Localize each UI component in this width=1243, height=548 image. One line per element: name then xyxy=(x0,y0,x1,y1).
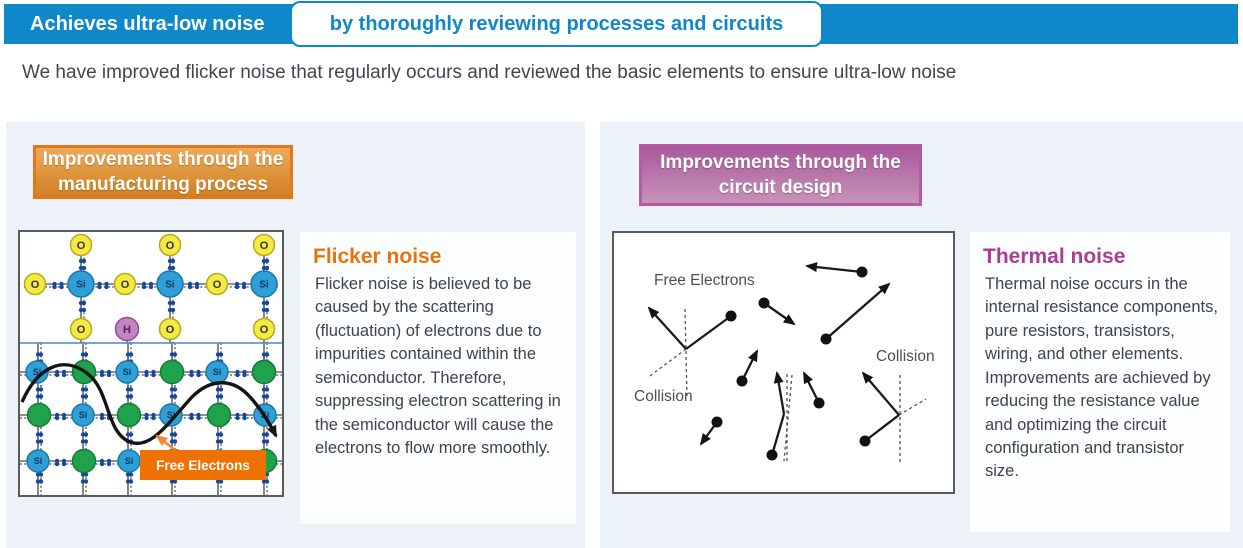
silicon-lattice-svg: SiSiSiSiSiSiSiSiSiOOOOOOOOOSiSiSiHFree E… xyxy=(20,233,282,495)
svg-text:Si: Si xyxy=(123,367,132,377)
svg-text:Si: Si xyxy=(33,367,42,377)
page-title: Achieves ultra-low noise xyxy=(30,13,265,35)
svg-text:O: O xyxy=(166,240,175,252)
manufacturing-panel-title: Improvements through the manufacturing p… xyxy=(33,145,293,199)
flicker-noise-card: Flicker noise Flicker noise is believed … xyxy=(300,232,576,524)
svg-text:Free Electrons: Free Electrons xyxy=(654,272,755,289)
intro-text: We have improved flicker noise that regu… xyxy=(22,62,957,83)
svg-text:O: O xyxy=(213,279,222,291)
svg-text:O: O xyxy=(260,240,269,252)
header-subtitle-text: by thoroughly reviewing processes and ci… xyxy=(329,12,784,35)
svg-text:Si: Si xyxy=(213,367,222,377)
svg-text:Si: Si xyxy=(259,280,269,291)
svg-text:Free Electrons: Free Electrons xyxy=(156,458,250,473)
svg-text:O: O xyxy=(31,279,40,291)
flicker-noise-title: Flicker noise xyxy=(313,245,442,268)
svg-text:Si: Si xyxy=(167,410,176,420)
manufacturing-panel: Improvements through the manufacturing p… xyxy=(6,122,585,548)
free-electrons-label-box xyxy=(140,450,266,480)
header-subtitle-pill: by thoroughly reviewing processes and ci… xyxy=(290,1,823,47)
flicker-noise-body: Flicker noise is believed to be caused b… xyxy=(315,275,561,457)
svg-text:Si: Si xyxy=(76,280,86,291)
svg-text:Si: Si xyxy=(125,456,134,466)
svg-text:Si: Si xyxy=(34,456,43,466)
circuit-panel-title: Improvements through the circuit design xyxy=(639,144,922,206)
svg-text:Si: Si xyxy=(79,410,88,420)
svg-text:Collision: Collision xyxy=(876,348,935,365)
svg-text:Collision: Collision xyxy=(634,388,693,405)
svg-text:H: H xyxy=(123,324,131,336)
svg-text:O: O xyxy=(166,324,175,336)
svg-text:O: O xyxy=(260,324,269,336)
circuit-panel: Improvements through the circuit design … xyxy=(600,122,1243,548)
svg-text:Si: Si xyxy=(165,280,175,291)
thermal-noise-card: Thermal noise Thermal noise occurs in th… xyxy=(970,232,1230,532)
svg-text:O: O xyxy=(121,279,130,291)
thermal-noise-body: Thermal noise occurs in the internal res… xyxy=(985,275,1218,481)
thermal-noise-title: Thermal noise xyxy=(983,245,1126,268)
svg-text:O: O xyxy=(77,240,86,252)
svg-text:O: O xyxy=(77,324,86,336)
silicon-lattice-diagram: SiSiSiSiSiSiSiSiSiOOOOOOOOOSiSiSiHFree E… xyxy=(18,230,284,497)
